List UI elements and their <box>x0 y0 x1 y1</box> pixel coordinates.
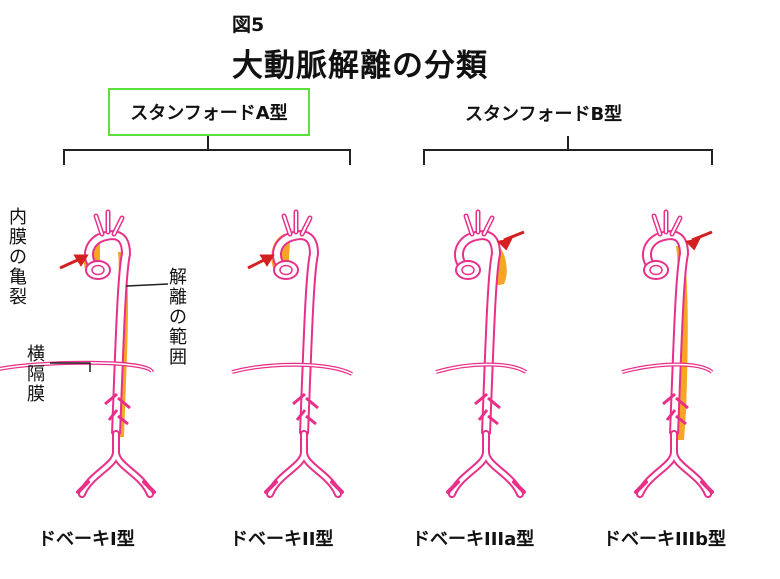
debakey-type-1-label: ドベーキI型 <box>38 529 135 550</box>
aorta-type-3a <box>448 212 524 494</box>
intimal-tear-label: 内膜の亀裂 <box>9 207 27 308</box>
aorta-type-3b <box>636 212 712 494</box>
page-title: 大動脈解離の分類 <box>232 48 488 84</box>
debakey-type-3b-label: ドベーキIIIb型 <box>603 529 726 550</box>
stanford-a-label: スタンフォードA型 <box>130 103 288 124</box>
aorta-type-2 <box>266 212 342 494</box>
diaphragm-2 <box>231 362 353 376</box>
stanford-a-heading: スタンフォードA型 <box>108 88 310 136</box>
figure-label: 図5 <box>232 14 265 36</box>
tear-arrow-3b <box>691 230 713 242</box>
diaphragm-leader <box>50 362 91 372</box>
bracket-stanford-a <box>63 136 351 165</box>
diaphragm-label: 横隔膜 <box>27 344 45 405</box>
dissection-extent-label: 解離の範囲 <box>169 267 187 368</box>
aorta-type-1 <box>78 212 154 494</box>
dissection-leader <box>125 283 169 287</box>
tear-arrow-3a <box>503 230 525 242</box>
debakey-type-2-label: ドベーキII型 <box>230 529 334 550</box>
debakey-type-3a-label: ドベーキIIIa型 <box>412 529 535 550</box>
stanford-b-heading: スタンフォードB型 <box>465 104 623 125</box>
bracket-stanford-b <box>423 136 713 165</box>
